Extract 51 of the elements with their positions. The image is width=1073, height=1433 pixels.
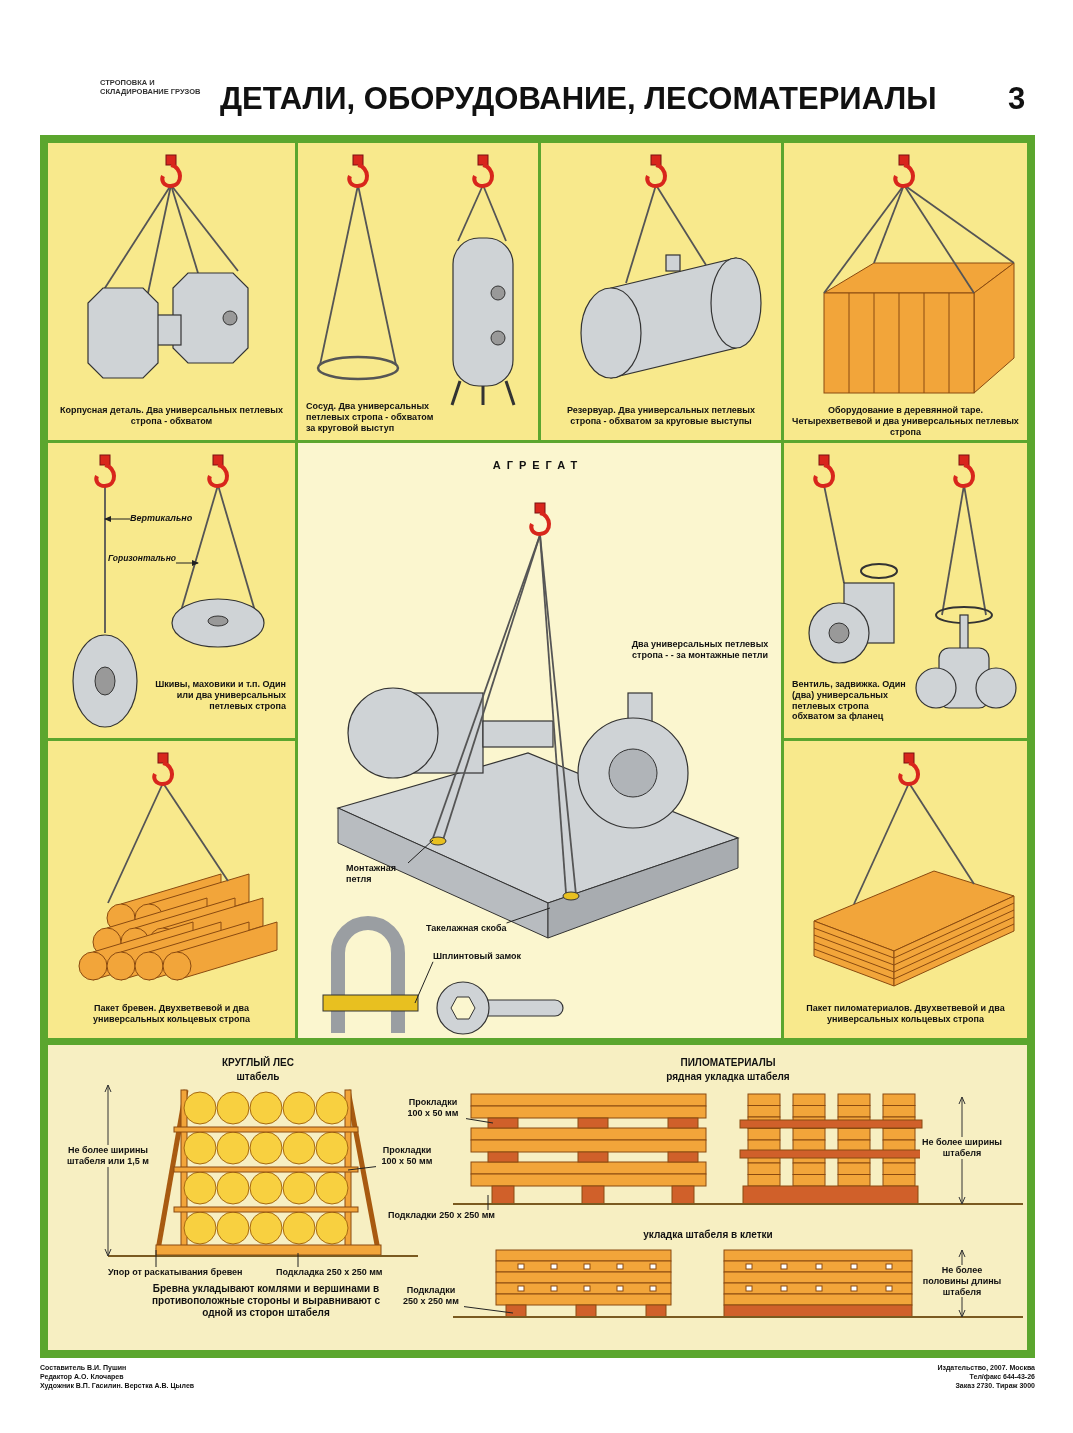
callout-label: Монтажная петля xyxy=(346,863,408,885)
dimension-label: Не более половины длины штабеля xyxy=(920,1265,1004,1298)
panel xyxy=(48,741,295,1038)
panel xyxy=(784,443,1027,738)
leader-line xyxy=(347,1166,377,1171)
panel xyxy=(48,143,295,440)
node-label: Резервуар. Два универсальных петлевых стропа - обхватом за круговые выступы xyxy=(566,405,756,427)
callout-label: Подкладка 250 x 250 мм xyxy=(276,1267,383,1278)
leader-arrow xyxy=(175,560,199,566)
callout-label: Подкладки 250 x 250 мм xyxy=(398,1285,464,1307)
leader-arrow xyxy=(104,516,131,522)
node-label: Пакет пиломатериалов. Двухветвевой и два универсальных кольцевых стропа xyxy=(805,1003,1006,1025)
panel xyxy=(298,143,538,440)
leader-line xyxy=(414,961,434,1004)
node-label: Корпусная деталь. Два универсальных петлевых стропа - обхватом xyxy=(59,405,284,427)
subheading: рядная укладка штабеля xyxy=(665,1071,791,1083)
node-label: Пакет бревен. Двухветвевой и два универсальных кольцевых стропа xyxy=(92,1003,251,1025)
callout-label: Прокладки 100 x 50 мм xyxy=(400,1097,466,1119)
panel xyxy=(48,1045,1027,1350)
callout-label: Упор от раскатывания бревен xyxy=(108,1267,243,1278)
callout-label: Горизонтально xyxy=(108,553,176,564)
panel xyxy=(298,443,781,1038)
node-label: Два универсальных петлевых стропа - - за монтажные петли xyxy=(630,639,770,661)
panel xyxy=(784,143,1027,440)
panel xyxy=(784,741,1027,1038)
callout-label: Шплинтовый замок xyxy=(433,951,522,962)
sheet-number: 3 xyxy=(1008,80,1026,118)
poster-title: ДЕТАЛИ, ОБОРУДОВАНИЕ, ЛЕСОМАТЕРИАЛЫ xyxy=(220,80,937,118)
subheading: штабель xyxy=(235,1071,281,1083)
leader-line xyxy=(465,1118,494,1124)
note: Бревна укладывают комлями и вершинами в противоположные стороны и выравнивают с одной из сторон штабеля xyxy=(151,1283,381,1319)
leader-line xyxy=(487,1194,489,1211)
heading: КРУГЛЫЙ ЛЕС xyxy=(221,1057,295,1069)
node-label: Сосуд. Два универсальных петлевых стропа - обхватом за круговой выступ xyxy=(306,401,435,434)
heading: ПИЛОМАТЕРИАЛЫ xyxy=(679,1057,777,1069)
callout-label: Вертикально xyxy=(130,513,193,524)
leader-line xyxy=(463,1306,514,1314)
subheading: укладка штабеля в клетки xyxy=(642,1229,774,1241)
callout-label: Такелажная скоба xyxy=(426,923,507,934)
node-label: Оборудование в деревянной таре. Четырехветвевой и два универсальных петлевых стропа xyxy=(792,405,1019,438)
leader-line xyxy=(155,1249,157,1268)
panel xyxy=(48,443,295,738)
leader-line xyxy=(297,1252,299,1268)
callout-label: Прокладки 100 x 50 мм xyxy=(376,1145,438,1167)
heading: АГРЕГАТ xyxy=(491,459,585,473)
dimension-label: Не более ширины штабеля xyxy=(920,1137,1004,1159)
node-label: Шкивы, маховики и т.п. Один или два универсальных петлевых стропа xyxy=(154,679,286,712)
panel xyxy=(541,143,781,440)
callout-label: Подкладки 250 x 250 мм xyxy=(388,1210,495,1221)
leader-line xyxy=(407,839,434,864)
node-label: Вентиль, задвижка. Один (два) универсальных петлевых стропа обхватом за фланец xyxy=(792,679,907,723)
